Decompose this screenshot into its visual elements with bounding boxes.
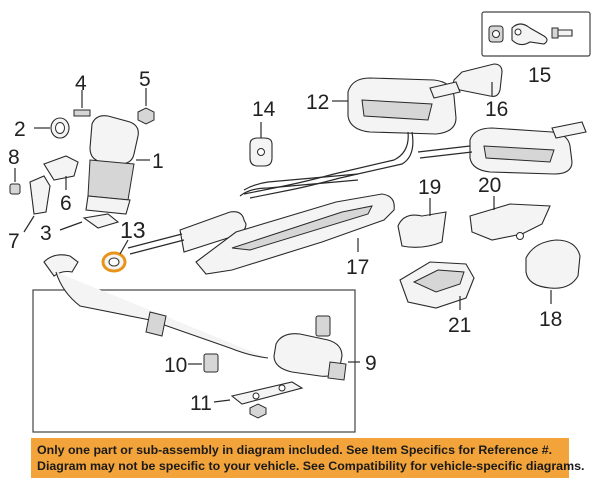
callout-21: 21 bbox=[448, 314, 471, 337]
heat-shield-part-20 bbox=[469, 196, 551, 241]
disclaimer-line-2: Diagram may not be specific to your vehi… bbox=[37, 459, 585, 473]
callout-10: 10 bbox=[164, 354, 187, 377]
callout-11: 11 bbox=[190, 392, 212, 415]
hanger-part bbox=[249, 122, 273, 167]
callout-8: 8 bbox=[8, 146, 20, 169]
disclaimer-line-1: Only one part or sub-assembly in diagram… bbox=[37, 443, 553, 457]
callout-2: 2 bbox=[14, 118, 26, 141]
callout-7: 7 bbox=[8, 230, 20, 253]
hanger-hardware-inset bbox=[481, 11, 591, 57]
bolt-part bbox=[9, 168, 21, 195]
heat-shield-part-21 bbox=[399, 261, 475, 310]
front-pipe-inset-box bbox=[32, 289, 356, 433]
callout-20: 20 bbox=[478, 174, 501, 197]
callout-1: 1 bbox=[152, 150, 164, 173]
exhaust-system-diagram: 15 16 12 14 17 bbox=[8, 11, 591, 433]
callout-9: 9 bbox=[365, 352, 377, 375]
callout-12: 12 bbox=[306, 91, 329, 114]
callout-17: 17 bbox=[346, 256, 369, 279]
gasket-ring-part bbox=[34, 117, 70, 139]
intermediate-pipe bbox=[127, 173, 359, 255]
callout-4: 4 bbox=[75, 72, 87, 95]
hanger-isolator-part bbox=[315, 315, 331, 337]
callout-5: 5 bbox=[139, 68, 151, 91]
front-pipe-part bbox=[43, 254, 360, 381]
callout-19: 19 bbox=[418, 176, 441, 199]
bracket-part bbox=[43, 155, 79, 190]
callout-16: 16 bbox=[485, 98, 508, 121]
isolator-part bbox=[188, 353, 219, 373]
catalytic-converter-part bbox=[85, 115, 150, 215]
exhaust-tip-part bbox=[453, 63, 503, 97]
callout-6: 6 bbox=[60, 192, 72, 215]
callout-13: 13 bbox=[120, 217, 146, 243]
highlighted-gasket-part bbox=[101, 239, 129, 273]
callout-14: 14 bbox=[252, 98, 276, 121]
heat-shield-part bbox=[195, 193, 395, 275]
callout-3: 3 bbox=[40, 222, 52, 245]
brace-part bbox=[23, 175, 51, 233]
flange-gasket-part bbox=[59, 213, 120, 231]
callout-15: 15 bbox=[528, 64, 551, 87]
muffler-assembly-part bbox=[243, 77, 587, 199]
disclaimer-banner: Only one part or sub-assembly in diagram… bbox=[31, 438, 585, 478]
nut-part bbox=[137, 88, 155, 125]
heat-shield-part-18 bbox=[525, 239, 581, 304]
heat-shield-part-19 bbox=[397, 198, 447, 248]
bracket-strap-part bbox=[213, 381, 304, 419]
callout-18: 18 bbox=[539, 308, 562, 331]
stud-part bbox=[73, 90, 91, 117]
